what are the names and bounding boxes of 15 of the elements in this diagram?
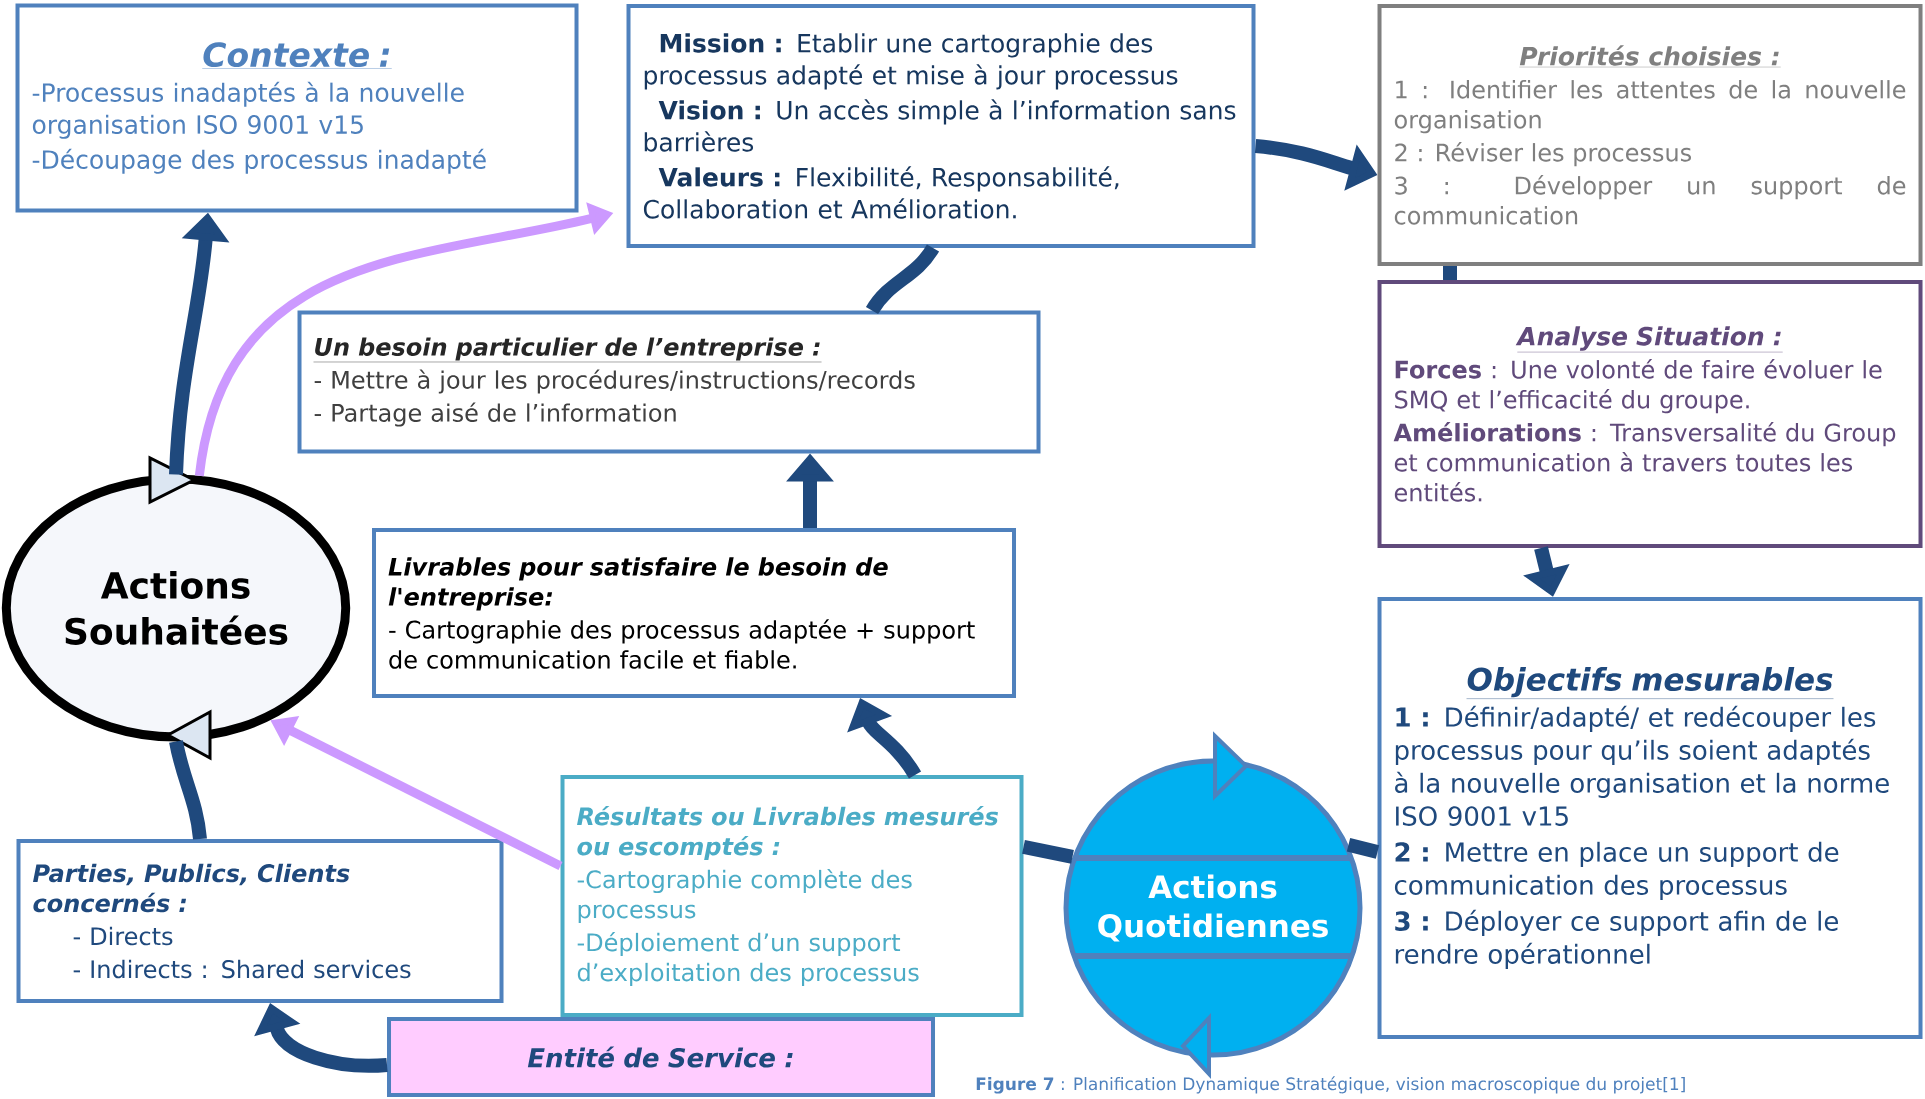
text-box: Livrables pour satisfaire le besoin de l'entreprise: - Cartographie des processus adaptée + support de communication facile et fiable. — [372, 528, 1016, 698]
connector-line — [1022, 840, 1074, 864]
text-box: Contexte : -Processus inadaptés à la nouvelle organisation ISO 9001 v15 -Découpage des processus inadapté — [15, 3, 579, 213]
text-box: Priorités choisies : 1 : Identifier les attentes de la nouvelle organisation 2 : Réviser les processus 3 : Développer un support de communication — [1377, 4, 1923, 266]
text-box: Mission : Etablir une cartographie des processus adapté et mise à jour processus Vision : Un accès simple à l’information sans barrières Valeurs : Flexibilité, Responsabilité, Collaboration et Amélioration. — [626, 4, 1256, 248]
connector-line — [1346, 838, 1380, 859]
text-box: Résultats ou Livrables mesurés ou escomptés : -Cartographie complète des processus -Déploiement d’un support d’exploitation des processus — [560, 775, 1024, 1017]
connector-line — [866, 244, 939, 315]
text-box: Un besoin particulier de l’entreprise : - Mettre à jour les procédures/instructions/records - Partage aisé de l’information — [297, 310, 1041, 454]
banner-box: Entité de Service : — [387, 1017, 935, 1097]
connector-line — [169, 740, 207, 840]
text-box: Parties, Publics, Clients concernés : - Directs - Indirects : Shared services — [16, 839, 504, 1003]
text-box: Analyse Situation : Forces : Une volonté de faire évoluer le SMQ et l’efficacité du groupe. Améliorations : Transversalité du Group et communication à travers toutes les entités. — [1377, 280, 1923, 548]
text-box: Objectifs mesurables 1 : Définir/adapté/ et redécouper les processus pour qu’ils soient adaptés à la nouvelle organisation et la norme ISO 9001 v15 2 : Mettre en place un support de communication des processus 3 : Déployer ce support afin de le rendre opérationnel — [1377, 597, 1923, 1039]
connector-line — [1443, 266, 1457, 280]
